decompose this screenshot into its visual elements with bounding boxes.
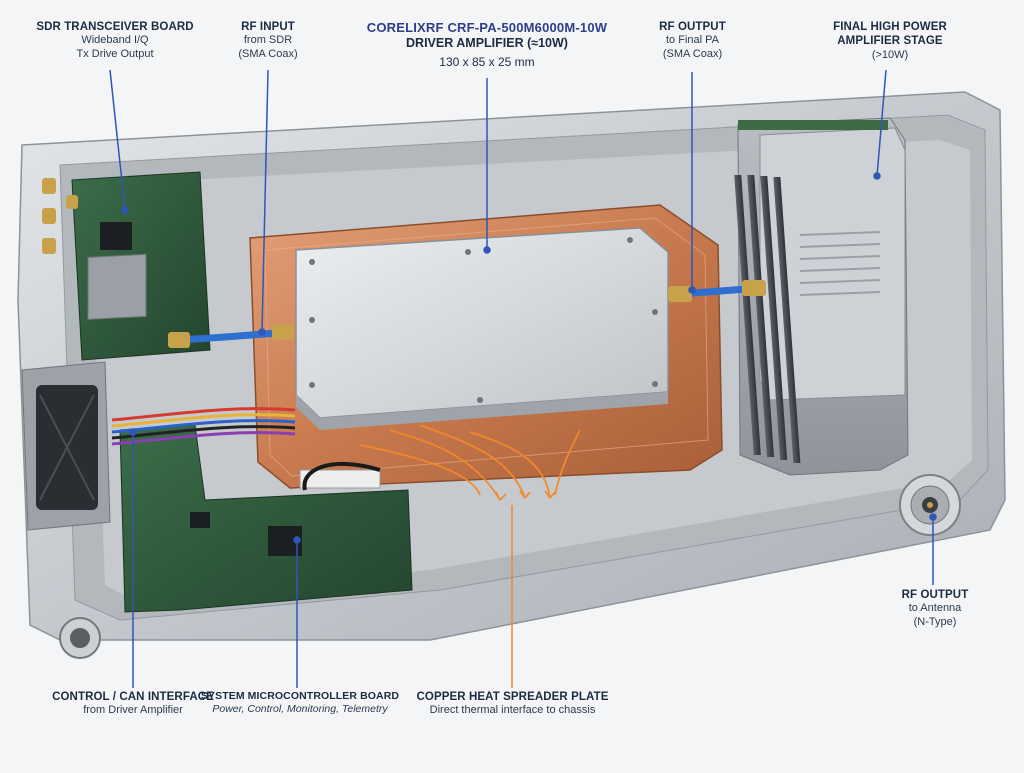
label-sdr-transceiver-board: SDR TRANSCEIVER BOARD Wideband I/Q Tx Dr…	[30, 20, 200, 62]
control-can-wiring	[111, 407, 296, 446]
sdr-transceiver-board	[42, 171, 211, 361]
label-final-stage-line3: (>10W)	[871, 48, 909, 61]
system-microcontroller-board	[119, 424, 413, 613]
label-rf-output-pa-line2: to Final PA	[666, 34, 719, 47]
title-line1: CORELIXRF CRF-PA-500M6000M-10W	[366, 20, 608, 35]
label-control-can-title: CONTROL / CAN INTERFACE	[52, 691, 214, 703]
label-final-stage-title: FINAL HIGH POWER	[833, 21, 947, 33]
label-control-can-interface: CONTROL / CAN INTERFACE from Driver Ampl…	[38, 690, 228, 718]
label-sdr-title: SDR TRANSCEIVER BOARD	[36, 21, 194, 33]
leader-final-stage	[876, 69, 887, 177]
n-type-connector	[899, 474, 961, 536]
rf-input-coax	[168, 324, 294, 348]
label-copper-heat-spreader: COPPER HEAT SPREADER PLATE Direct therma…	[410, 690, 615, 718]
label-rf-output-pa-title: RF OUTPUT	[659, 21, 726, 33]
label-rf-input: RF INPUT from SDR (SMA Coax)	[218, 20, 318, 62]
title-dimensions: 130 x 85 x 25 mm	[439, 54, 535, 69]
label-control-can-line2: from Driver Amplifier	[83, 704, 183, 717]
leader-lines	[109, 69, 937, 688]
label-sdr-line3: Tx Drive Output	[76, 48, 154, 61]
label-rf-input-line3: (SMA Coax)	[238, 48, 298, 61]
heat-flow-arrows	[359, 424, 581, 501]
label-rf-output-pa-line3: (SMA Coax)	[662, 48, 723, 61]
label-rf-output-antenna-title: RF OUTPUT	[901, 589, 969, 601]
label-rf-input-line2: from SDR	[243, 34, 293, 47]
leader-rf-input	[261, 69, 269, 333]
driver-amplifier-module	[295, 227, 669, 430]
label-heat-spreader-line2: Direct thermal interface to chassis	[429, 704, 596, 717]
label-mcu-line2: Power, Control, Monitoring, Telemetry	[212, 703, 388, 716]
label-heat-spreader-title: COPPER HEAT SPREADER PLATE	[416, 691, 609, 703]
label-final-stage-line2: AMPLIFIER STAGE	[837, 35, 943, 48]
cooling-fan	[21, 361, 111, 531]
leader-sdr-board	[109, 69, 126, 211]
title-block: CORELIXRF CRF-PA-500M6000M-10W DRIVER AM…	[352, 20, 622, 70]
label-system-microcontroller-board: SYSTEM MICROCONTROLLER BOARD Power, Cont…	[200, 690, 400, 716]
final-pa-stage	[734, 117, 909, 476]
rf-output-coax	[668, 280, 766, 302]
label-rf-output-to-pa: RF OUTPUT to Final PA (SMA Coax)	[640, 20, 745, 62]
label-rf-output-antenna-line3: (N-Type)	[913, 616, 957, 629]
label-rf-output-antenna: RF OUTPUT to Antenna (N-Type)	[885, 588, 985, 630]
label-mcu-title: SYSTEM MICROCONTROLLER BOARD	[200, 690, 400, 702]
label-final-pa-stage: FINAL HIGH POWER AMPLIFIER STAGE (>10W)	[815, 20, 965, 63]
label-sdr-line2: Wideband I/Q	[81, 34, 149, 47]
label-rf-input-title: RF INPUT	[241, 21, 295, 33]
circular-connector	[59, 617, 101, 659]
title-line2: DRIVER AMPLIFIER (≈10W)	[406, 36, 568, 51]
label-rf-output-antenna-line2: to Antenna	[908, 602, 962, 615]
